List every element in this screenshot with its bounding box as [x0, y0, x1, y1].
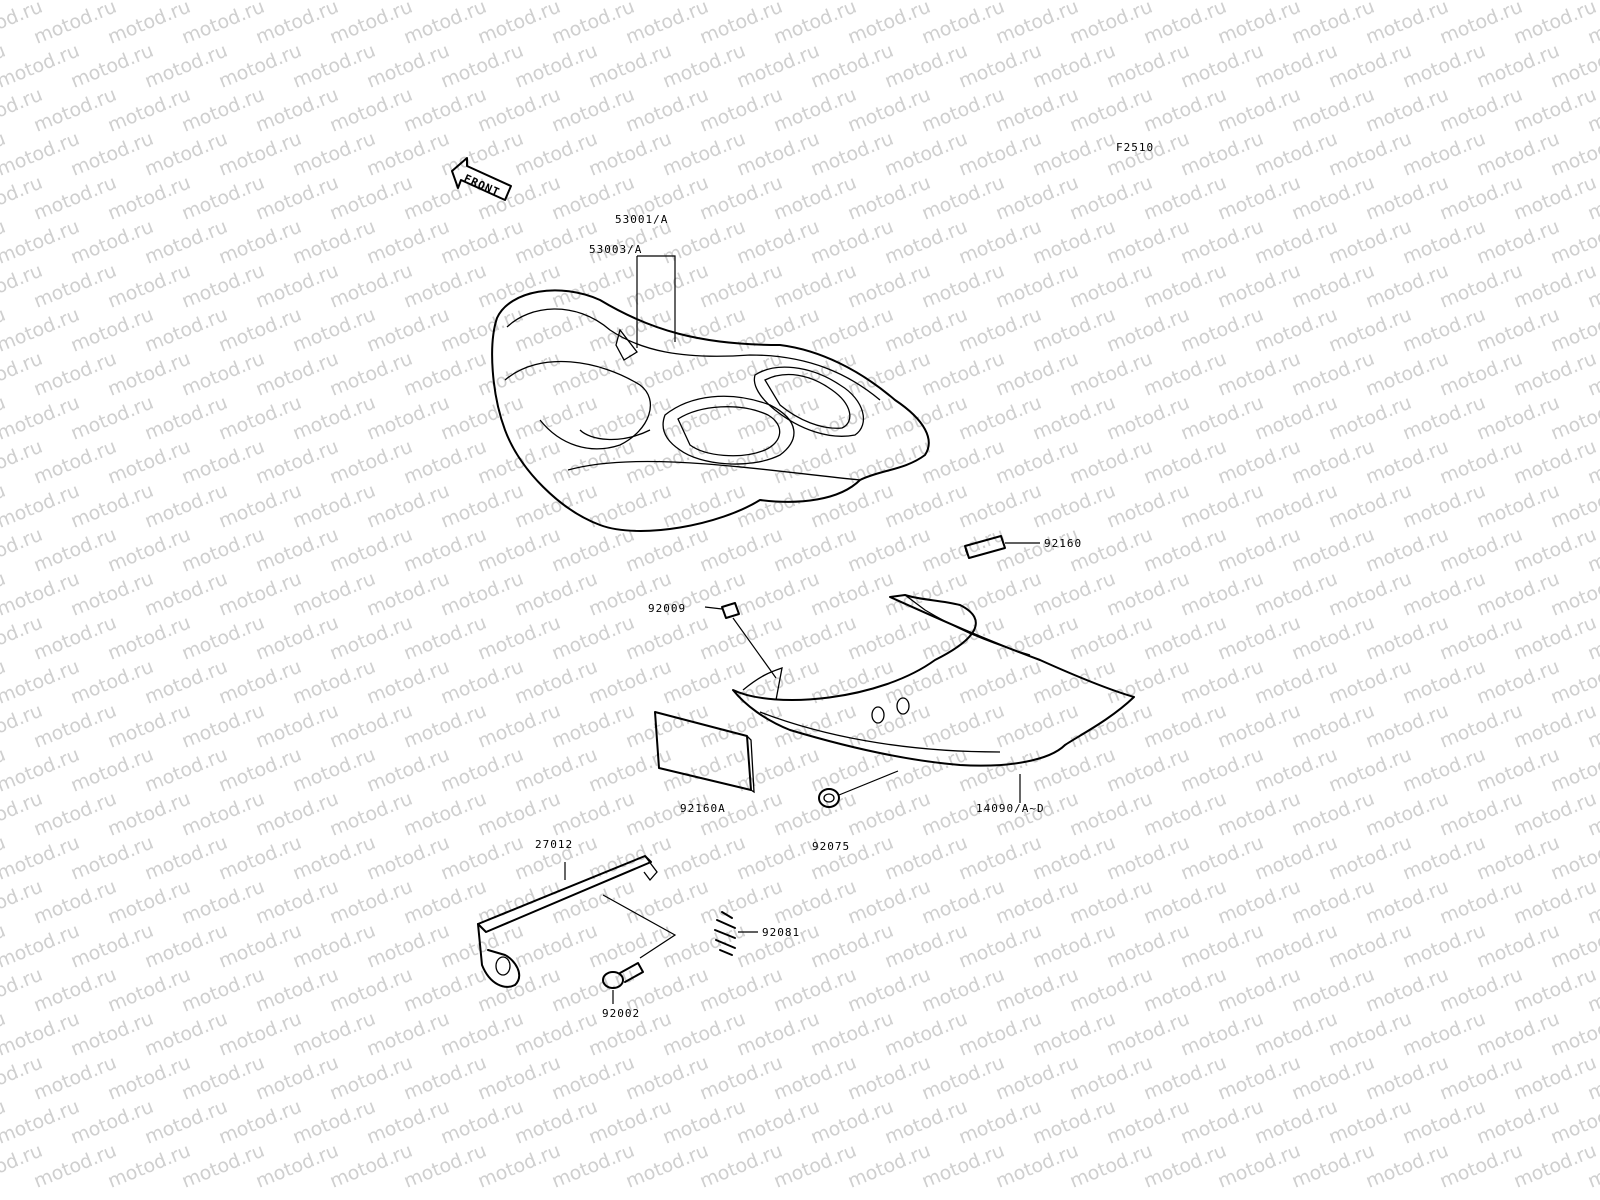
label-92075: 92075 — [812, 840, 850, 853]
label-92081: 92081 — [762, 926, 800, 939]
bolt-92002-drawing — [602, 962, 644, 1004]
label-53001: 53001/A — [615, 213, 668, 226]
watermark-text: motod.ru — [0, 0, 83, 5]
label-92160: 92160 — [1044, 537, 1082, 550]
diagram-code: F2510 — [1116, 141, 1154, 154]
part-labels: 53001/A 53003/A 92160 92009 92160A 14090… — [535, 213, 1082, 1020]
seat-callout — [636, 255, 676, 348]
spring-92081-drawing — [714, 911, 758, 956]
label-53003: 53003/A — [589, 243, 642, 256]
label-14090: 14090/A~D — [976, 802, 1045, 815]
grommet-92075-drawing — [818, 770, 899, 808]
bracket-27012-drawing — [477, 855, 677, 988]
label-27012: 27012 — [535, 838, 573, 851]
label-92009: 92009 — [648, 602, 686, 615]
tail-cover-drawing — [732, 594, 1135, 767]
label-92002: 92002 — [602, 1007, 640, 1020]
plate-92160A-drawing — [654, 711, 755, 794]
pad-small-drawing — [964, 535, 1040, 559]
bolt-92009-drawing — [704, 602, 777, 679]
label-92160A: 92160A — [680, 802, 726, 815]
seat-drawing — [491, 289, 930, 532]
